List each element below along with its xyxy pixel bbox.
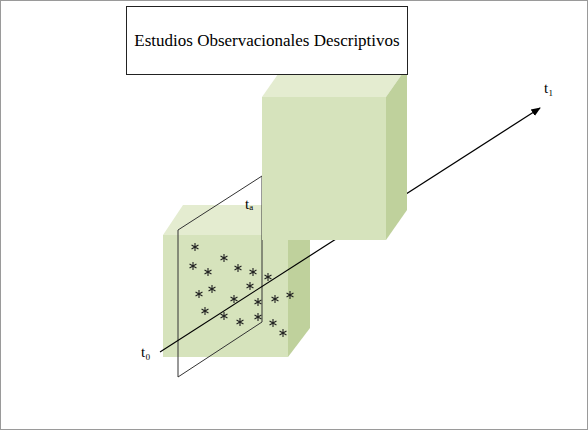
asterisk <box>272 295 279 303</box>
asterisk <box>287 291 294 299</box>
back-box-face <box>262 97 386 240</box>
time-label: t₁ <box>544 80 553 97</box>
asterisk <box>250 268 257 276</box>
asterisk <box>231 295 238 303</box>
asterisk <box>202 307 209 315</box>
asterisk <box>196 290 203 298</box>
title-text: Estudios Observacionales Descriptivos <box>134 31 399 51</box>
asterisk <box>237 318 244 326</box>
asterisk <box>190 262 197 270</box>
asterisk <box>255 298 262 306</box>
time-label: tₐ <box>245 196 253 213</box>
asterisk <box>255 313 262 321</box>
time-label: t₀ <box>141 344 150 361</box>
asterisk <box>205 268 212 276</box>
asterisk <box>221 312 228 320</box>
asterisk <box>270 319 277 327</box>
title-box: Estudios Observacionales Descriptivos <box>126 6 408 75</box>
asterisk <box>221 254 228 262</box>
asterisk <box>280 329 287 337</box>
asterisk <box>265 273 272 281</box>
section-plane <box>178 176 262 377</box>
asterisk <box>209 285 216 293</box>
asterisk <box>247 282 254 290</box>
back-box-side <box>386 67 407 240</box>
asterisk <box>192 243 199 251</box>
asterisk <box>235 264 242 272</box>
